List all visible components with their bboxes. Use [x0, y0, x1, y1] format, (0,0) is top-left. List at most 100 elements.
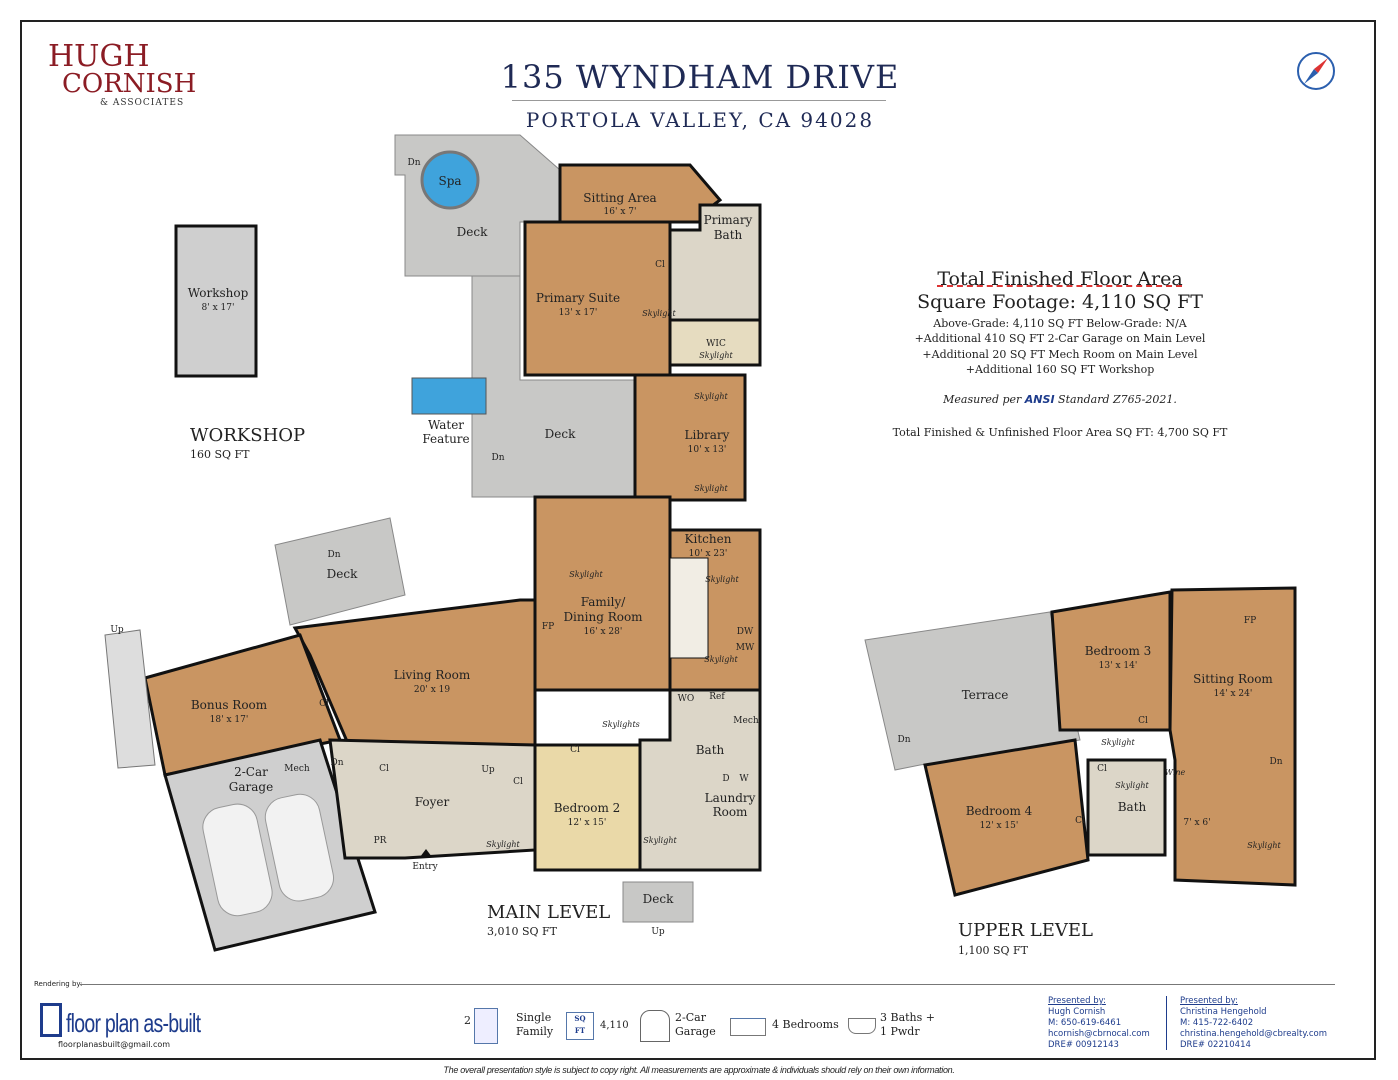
- agent-email[interactable]: christina.hengehold@cbrealty.com: [1180, 1029, 1327, 1039]
- label-deck: Deck: [545, 427, 576, 441]
- label-primary-suite: Primary Suite: [536, 291, 620, 305]
- garage-line: 2-Car: [675, 1011, 706, 1024]
- label-skylights: Skylights: [602, 720, 640, 729]
- label-skylight: Skylight: [1115, 781, 1149, 790]
- dim-family: 16' x 28': [584, 627, 623, 637]
- label-closet: Cl: [513, 777, 523, 787]
- wic-room: [668, 318, 762, 367]
- bathtub-icon: [848, 1018, 876, 1034]
- agent-phone[interactable]: M: 650-619-6461: [1048, 1018, 1122, 1028]
- baths-line: 1 Pwdr: [880, 1025, 920, 1038]
- dim-workshop: 8' x 17': [202, 303, 235, 313]
- label-skylight: Skylight: [694, 484, 728, 493]
- car-icon: [202, 803, 273, 917]
- workshop-level-area: 160 SQ FT: [190, 448, 250, 461]
- label-wall-oven: WO: [678, 694, 695, 704]
- label-garage-2: Garage: [229, 780, 273, 794]
- agent-phone[interactable]: M: 415-722-6402: [1180, 1018, 1254, 1028]
- garage-icon: [640, 1010, 670, 1042]
- label-primary-bath-2: Bath: [714, 228, 743, 242]
- garage-line: Garage: [675, 1025, 716, 1038]
- label-skylight: Skylight: [694, 392, 728, 401]
- area-line: +Additional 160 SQ FT Workshop: [965, 363, 1155, 376]
- single-family-icon: [474, 1008, 498, 1044]
- baths-count: 3 Baths +1 Pwdr: [880, 1011, 935, 1039]
- area-square-footage: Square Footage: 4,110 SQ FT: [917, 291, 1203, 313]
- label-skylight: Skylight: [643, 836, 677, 845]
- label-skylight: Skylight: [704, 655, 738, 664]
- label-laundry-1: Laundry: [705, 791, 756, 805]
- agent-dre: DRE# 00912143: [1048, 1040, 1119, 1050]
- rendering-by-label: Rendering by:: [34, 980, 83, 988]
- label-closet: Cl: [570, 745, 580, 755]
- entry-arrow-icon: [420, 849, 432, 857]
- stairs-left: [104, 629, 156, 769]
- label-bedroom-2: Bedroom 2: [554, 801, 621, 815]
- sqft-icon-bottom: FT: [574, 1026, 586, 1035]
- dim-bedroom-3: 13' x 14': [1099, 661, 1138, 671]
- label-closet: Cl: [379, 764, 389, 774]
- dim-living: 20' x 19: [414, 685, 450, 695]
- agent-email[interactable]: hcornish@cbrnocal.com: [1048, 1029, 1150, 1039]
- label-dn: Dn: [330, 758, 343, 768]
- deck-left: [274, 517, 406, 626]
- label-up: Up: [651, 927, 665, 937]
- main-level-title: MAIN LEVEL: [487, 902, 611, 923]
- sqft-value: 4,110: [600, 1020, 629, 1031]
- label-up: Up: [110, 625, 124, 635]
- dim-sitting-room: 14' x 24': [1214, 689, 1253, 699]
- dim-kitchen: 10' x 23': [689, 549, 728, 559]
- workshop-level-title: WORKSHOP: [190, 425, 306, 446]
- bedroom-2-room: [533, 743, 642, 872]
- spa: [420, 150, 480, 210]
- page-frame: [20, 20, 1376, 1060]
- label-dn: Dn: [897, 735, 910, 745]
- label-bedroom-4: Bedroom 4: [966, 804, 1033, 818]
- area-line: +Additional 20 SQ FT Mech Room on Main L…: [922, 348, 1198, 361]
- label-skylight: Skylight: [1101, 738, 1135, 747]
- label-skylight: Skylight: [1247, 841, 1281, 850]
- home-type-line: Single: [516, 1011, 552, 1024]
- property-title: 135 WYNDHAM DRIVE: [500, 58, 900, 96]
- area-total: Total Finished & Unfinished Floor Area S…: [892, 426, 1228, 439]
- label-microwave: MW: [736, 643, 755, 653]
- label-wic: WIC: [706, 339, 726, 349]
- label-water-2: Feature: [422, 432, 469, 446]
- brand-name: floor plan as-built: [66, 1008, 201, 1038]
- label-water-1: Water: [428, 418, 464, 432]
- label-closet: Cl: [1097, 764, 1107, 774]
- label-sitting-area: Sitting Area: [583, 191, 656, 205]
- label-bonus: Bonus Room: [191, 698, 268, 712]
- main-level-area: 3,010 SQ FT: [487, 925, 558, 938]
- label-terrace: Terrace: [962, 688, 1009, 702]
- label-dryer: D: [722, 774, 729, 784]
- footer-divider: [80, 984, 1335, 985]
- label-skylight: Skylight: [699, 351, 733, 360]
- agent-label: Presented by:: [1048, 996, 1106, 1006]
- label-skylight: Skylight: [705, 575, 739, 584]
- label-bath: Bath: [1118, 800, 1147, 814]
- dim-bonus: 18' x 17': [210, 715, 249, 725]
- compass-icon: [1297, 52, 1335, 90]
- agent-name: Hugh Cornish: [1048, 1007, 1106, 1017]
- logo-associates: & ASSOCIATES: [100, 98, 185, 108]
- disclaimer: The overall presentation style is subjec…: [443, 1065, 955, 1075]
- label-sitting-room: Sitting Room: [1193, 672, 1273, 686]
- agent-name: Christina Hengehold: [1180, 1007, 1267, 1017]
- brand-email: floorplanasbuilt@gmail.com: [58, 1040, 171, 1049]
- label-dn: Dn: [327, 550, 340, 560]
- label-dishwasher: DW: [737, 627, 754, 637]
- label-closet: Cl: [655, 260, 665, 270]
- bedrooms-count: 4 Bedrooms: [772, 1018, 839, 1031]
- bed-icon: [730, 1018, 766, 1036]
- label-wine: Wine: [1165, 768, 1186, 777]
- area-line: +Additional 410 SQ FT 2-Car Garage on Ma…: [914, 332, 1206, 345]
- label-spa: Spa: [438, 174, 461, 188]
- label-closet: Cl: [1138, 716, 1148, 726]
- primary-suite-room: [523, 220, 672, 377]
- upper-level-area: 1,100 SQ FT: [958, 944, 1029, 957]
- deck-bottom: [622, 881, 694, 923]
- label-fireplace: FP: [542, 622, 554, 632]
- car-icon: [264, 793, 335, 902]
